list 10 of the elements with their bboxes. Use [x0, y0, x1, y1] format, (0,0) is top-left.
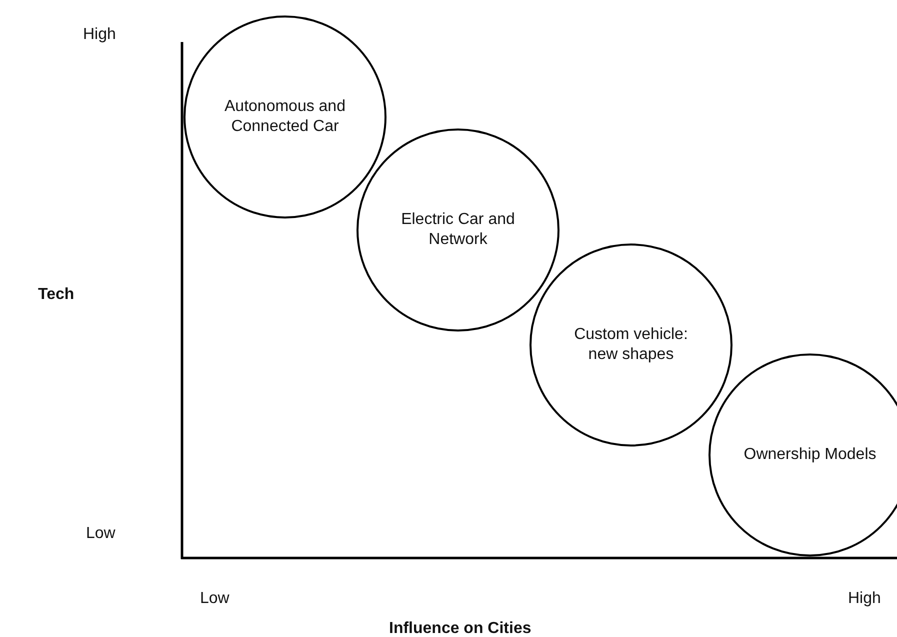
- bubble-label: Autonomous and Connected Car: [224, 97, 346, 137]
- axis-tick-label: Low: [86, 525, 116, 543]
- bubble-label: Electric Car and Network: [400, 210, 516, 250]
- bubble-label: Custom vehicle: new shapes: [573, 325, 689, 365]
- axis-tick-label: High: [848, 590, 881, 608]
- axis-tick-label: Low: [200, 590, 230, 608]
- axis-title: Tech: [38, 286, 74, 304]
- axis-tick-label: High: [83, 26, 116, 44]
- axis-title: Influence on Cities: [389, 620, 532, 637]
- bubble-label: Ownership Models: [742, 445, 878, 465]
